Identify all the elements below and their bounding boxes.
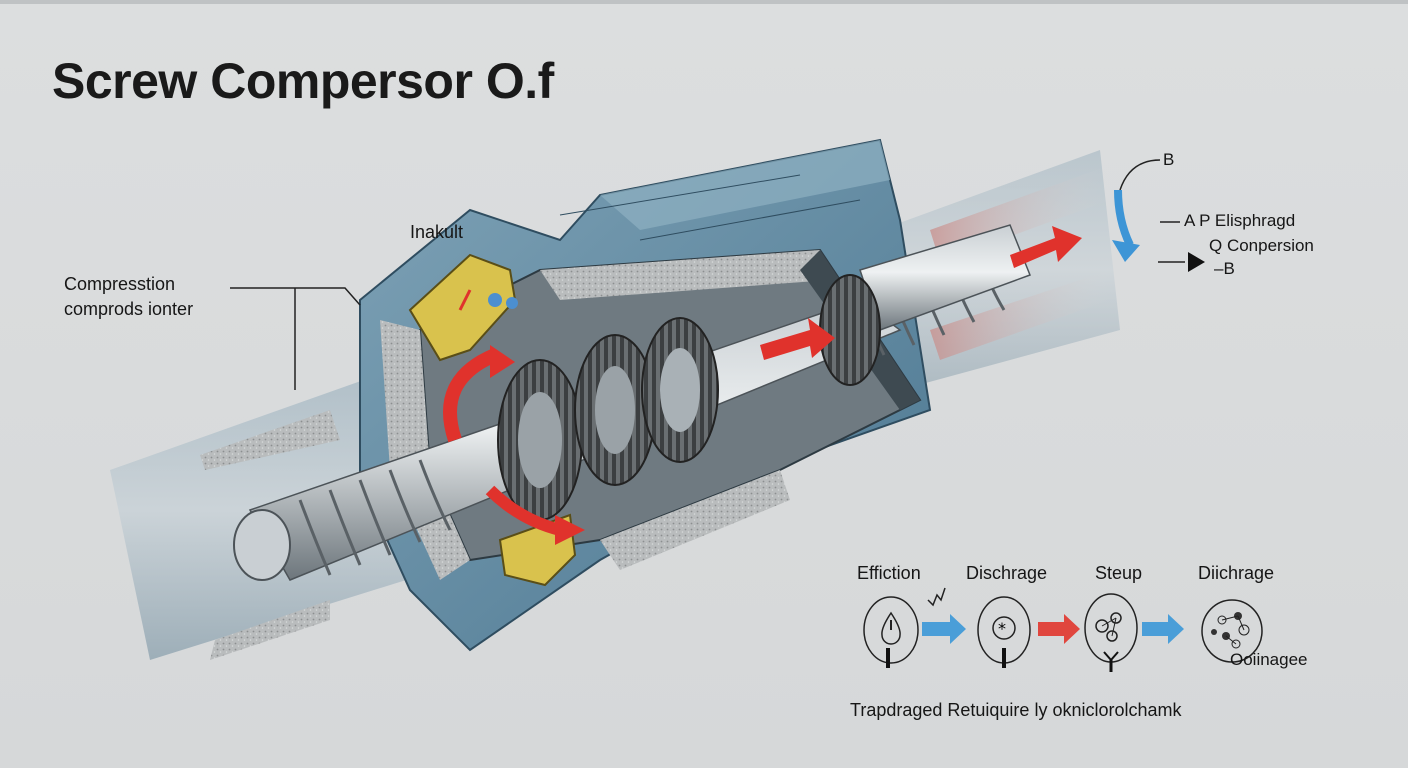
step-label-3: Steup: [1095, 563, 1143, 583]
gear-set: [497, 274, 881, 521]
label-compression-line2: comprods ionter: [64, 299, 194, 319]
label-q-conpersion: Q Conpersion: [1209, 236, 1314, 255]
label-compression-line1: Compresstion: [64, 274, 176, 294]
molecule-valve-icon: [1084, 593, 1138, 672]
footer-caption: Trapdraged Retuiquire ly okniclorolchamk: [850, 700, 1182, 720]
end-label: Ooiinagee: [1230, 650, 1308, 669]
process-diagram: *: [863, 587, 1263, 672]
step-label-2: Dischrage: [966, 563, 1048, 583]
label-b-bottom: –B: [1214, 259, 1235, 278]
top-border: [0, 0, 1408, 4]
drop-warning-icon: [863, 587, 946, 668]
return-arrow: [1112, 189, 1205, 272]
star-valve-icon: *: [977, 596, 1031, 668]
step-arrow-1: [922, 614, 966, 644]
label-ap-elisphragd: A P Elisphragd: [1184, 211, 1296, 230]
cluster-icon: [1201, 599, 1263, 663]
step-arrow-2: [1038, 614, 1080, 644]
leader-lines: [230, 159, 1185, 390]
svg-text:*: *: [998, 619, 1006, 638]
label-b-top: B: [1163, 150, 1175, 169]
label-inakult: Inakult: [410, 222, 464, 242]
flow-arrows: [443, 226, 1082, 545]
page-title: Screw Compersor O.f: [52, 53, 554, 109]
step-label-1: Effiction: [857, 563, 921, 583]
step-arrow-3: [1142, 614, 1184, 644]
step-label-4: Diichrage: [1198, 563, 1275, 583]
